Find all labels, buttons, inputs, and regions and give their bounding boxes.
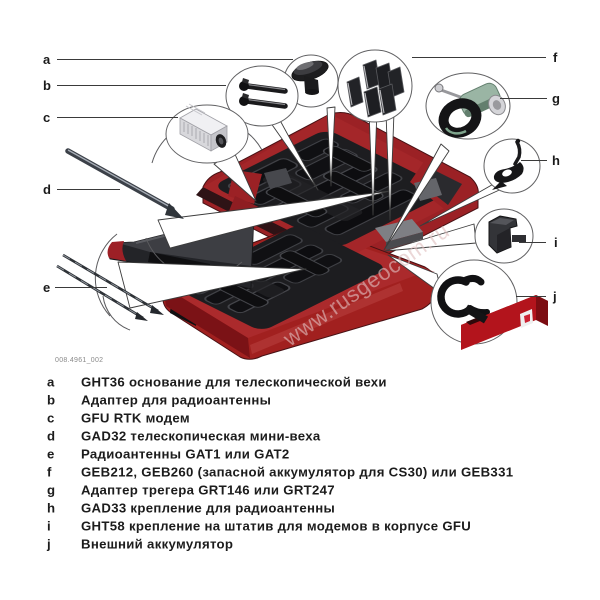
svg-text:Радиоантенны GAT1 или GAT2: Радиоантенны GAT1 или GAT2	[81, 447, 290, 462]
svg-text:GFU RTK модем: GFU RTK модем	[81, 411, 190, 426]
svg-text:e: e	[47, 447, 55, 462]
svg-text:e: e	[43, 280, 50, 295]
svg-text:d: d	[47, 429, 55, 444]
svg-text:a: a	[43, 52, 51, 67]
svg-text:i: i	[554, 235, 558, 250]
svg-text:Адаптер трегера GRT146 или GRT: Адаптер трегера GRT146 или GRT247	[81, 483, 335, 498]
svg-text:008.4961_002: 008.4961_002	[55, 357, 103, 364]
svg-text:i: i	[47, 519, 51, 534]
svg-text:c: c	[43, 110, 50, 125]
svg-text:f: f	[553, 50, 558, 65]
svg-text:h: h	[552, 153, 560, 168]
svg-text:b: b	[47, 393, 55, 408]
svg-text:h: h	[47, 501, 55, 516]
svg-text:a: a	[47, 375, 55, 390]
svg-text:d: d	[43, 182, 51, 197]
svg-text:Адаптер для радиоантенны: Адаптер для радиоантенны	[81, 393, 271, 408]
svg-text:g: g	[552, 91, 560, 106]
svg-text:g: g	[47, 483, 55, 498]
svg-text:Внешний аккумулятор: Внешний аккумулятор	[81, 537, 233, 552]
svg-text:GHT58 крепление на штатив для: GHT58 крепление на штатив для модемов в …	[81, 519, 471, 534]
svg-text:c: c	[47, 411, 55, 426]
svg-text:GHT36 основание для телескопич: GHT36 основание для телескопической вехи	[81, 375, 387, 390]
svg-text:j: j	[46, 537, 51, 552]
svg-text:j: j	[552, 289, 557, 304]
svg-text:GEB212, GEB260 (запасной аккум: GEB212, GEB260 (запасной аккумулятор для…	[81, 465, 513, 480]
svg-text:GAD32 телескопическая мини-вех: GAD32 телескопическая мини-веха	[81, 429, 321, 444]
svg-text:f: f	[47, 465, 52, 480]
svg-text:GAD33 крепление для радиоантен: GAD33 крепление для радиоантенны	[81, 501, 335, 516]
svg-text:b: b	[43, 78, 51, 93]
